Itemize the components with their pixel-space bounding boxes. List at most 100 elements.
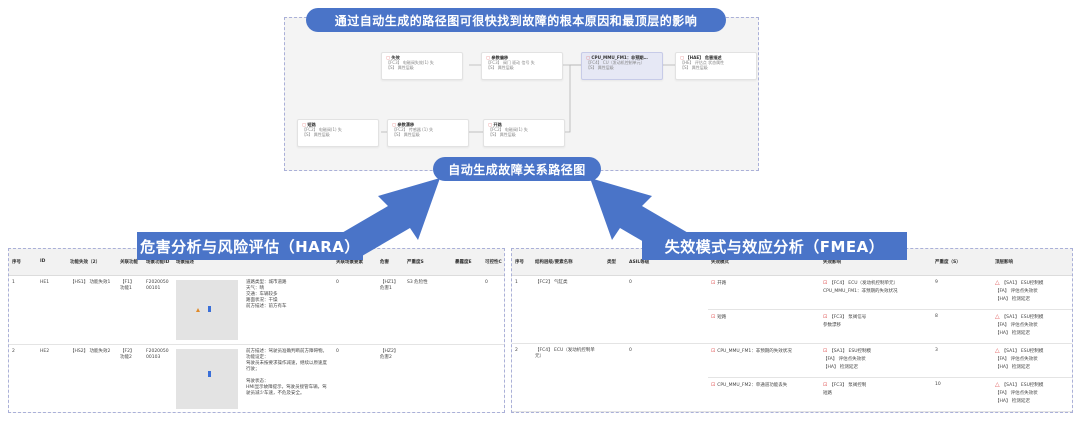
cell-index: 2 [512,343,532,412]
top-effect-text: 【FA】 评估点失效状 [995,322,1038,328]
fmea-header: 顶层影响 [992,249,1072,276]
top-effect-text: 【HA】 检测延迟 [995,364,1030,370]
top-banner: 通过自动生成的路径图可很快找到故障的根本原因和最顶层的影响 [306,8,726,32]
diagram-node[interactable]: 参数漂移【FC2】 传感器 (1) 失【S】 属性层级 [387,119,469,147]
table-row[interactable]: 1 【FC2】 气缸类 0 ⊡开路 ⊡【FC4】 ECU（发动机控制单元） CP… [512,275,1072,344]
warning-icon: △ [995,312,1000,320]
hara-table: 序号 ID 功能失效（2） 关联功能 场景功能ID 场景描述 关联场景要素 危害… [9,249,504,412]
car-icon [208,370,211,377]
effect-icon: ⊡ [823,381,828,388]
hara-table-panel: 序号 ID 功能失效（2） 关联功能 场景功能ID 场景描述 关联场景要素 危害… [8,248,505,413]
cell-asil: 0 [626,343,662,412]
cell-function-failure: 【HS2】 功能失效2 [67,344,117,412]
table-row[interactable]: 2 HE2 【HS2】 功能失效2 【F2】 功能2 F2020050 0010… [9,344,504,412]
top-effect-text: 【SA1】 ESU控制模 [1001,348,1044,354]
diagram-node[interactable]: 参数偏移【FC3】 阀门 驱动 信号 失【S】 属性层级 [481,52,563,80]
top-effect-text: 【SA1】 ESU控制模 [1001,280,1044,286]
cell-index: 2 [9,344,37,412]
scenario-image [176,279,238,340]
table-row[interactable]: ⊡短路 ⊡【FC3】 泵阀信号 参数漂移 8 △【SA1】 ESU控制模 【FA… [512,309,1072,344]
table-row[interactable]: ⊡CPU_MMU_FM2：单通道功能丢失 ⊡【FC3】 泵阀控制 短路 10 △… [512,377,1072,412]
cell-failure-effect: ⊡【FC3】 泵阀控制 短路 [820,377,932,412]
fmea-header: 序号 [512,249,532,276]
cell-scenario-image [173,344,243,412]
effect-text: 【FC3】 泵阀控制 [829,382,867,388]
cell-asil: 0 [626,275,662,344]
cell-empty [662,275,708,344]
cell-failure-mode: ⊡CPU_MMU_FM2：单通道功能丢失 [708,377,820,412]
cell-element-name: 【FC2】 气缸类 [532,275,604,344]
diagram-node[interactable]: 【HAE】 危害描述【HE】 评估点 状态属性【S】 属性层级 [675,52,757,80]
warning-icon [196,307,200,312]
cell-type [604,343,626,412]
cell-related-function: 【F1】 功能1 [117,275,143,345]
diagram-node[interactable]: 短路【FC2】 电磁阀(1) 失【S】 属性层级 [297,119,379,147]
cell-top-effect: △【SA1】 ESU控制模 【FA】 评估点失效状 【HA】 检测延迟 [992,309,1072,344]
failure-mode-text: 短路 [717,314,727,320]
cell-failure-effect: ⊡【SA1】 ESU控制模 【FA】 评估点失效状 【HA】 检测延迟 [820,343,932,378]
hara-header: 严重度S [404,249,452,276]
cell-failure-effect: ⊡【FC4】 ECU（发动机控制单元） CPU_MMU_FM1：非预期的失效状况 [820,275,932,310]
cell-severity: 3 [932,343,992,378]
effect-text: 【FC3】 泵阀信号 [829,314,867,320]
failure-mode-text: CPU_MMU_FM1：非预期的失效状况 [717,348,792,354]
fmea-label: 失效模式与效应分析（FMEA） [642,232,907,260]
effect-text: 【FA】 评估点失效状 [823,356,866,362]
cell-hazard: 【HZ2】 危害2 [377,344,404,412]
car-icon [208,305,211,312]
warning-icon: △ [995,346,1000,354]
effect-text: 【SA1】 ESU控制模 [829,348,872,354]
cell-exposure [452,344,482,412]
cell-controllability: 0 [482,275,504,345]
cell-failure-mode: ⊡CPU_MMU_FM1：非预期的失效状况 [708,343,820,378]
cell-related-function: 【F2】 功能2 [117,344,143,412]
cell-id: HE2 [37,344,67,412]
hara-header: 功能失效（2） [67,249,117,276]
cell-assoc: 0 [333,344,377,412]
fault-path-diagram: 失效【FC3】 电磁阀失效(1) 失【S】 属性层级 参数偏移【FC3】 阀门 … [284,17,759,171]
cell-index: 1 [9,275,37,345]
cell-failure-effect: ⊡【FC3】 泵阀信号 参数漂移 [820,309,932,344]
failure-mode-icon: ⊡ [711,381,716,388]
fmea-header: 严重度（S） [932,249,992,276]
top-effect-text: 【SA1】 ESU控制模 [1001,382,1044,388]
cell-id: HE1 [37,275,67,345]
cell-severity [404,344,452,412]
top-effect-text: 【FA】 评估点失效状 [995,390,1038,396]
effect-icon: ⊡ [823,279,828,286]
top-effect-text: 【FA】 评估点失效状 [995,288,1038,294]
cell-scenario-description: 道路类型：城市道路 天气：晴 交通：车辆较多 路面状况：干燥 前方描述：前方有车 [243,275,333,345]
diagram-node-selected[interactable]: CPU_MMU_FM1：非预期…【FC4】 CU（发动机控制单元）【S】 属性层… [581,52,663,80]
fmea-table: 序号 结构层级/要素名称 类型 ASIL等级 失效模式 失效影响 严重度（S） … [512,249,1072,412]
cell-scenario-id: F2020050 00103 [143,344,173,412]
cell-index: 1 [512,275,532,344]
effect-text: 【FC4】 ECU（发动机控制单元） [829,280,899,286]
hara-header: 序号 [9,249,37,276]
fmea-table-panel: 序号 结构层级/要素名称 类型 ASIL等级 失效模式 失效影响 严重度（S） … [511,248,1073,413]
scenario-image [176,348,238,409]
failure-mode-icon: ⊡ [711,279,716,286]
diagram-node[interactable]: 开路【FC2】 电磁阀(1) 失【S】 属性层级 [483,119,565,147]
cell-controllability [482,344,504,412]
cell-scenario-image [173,275,243,345]
fmea-header: 结构层级/要素名称 [532,249,604,276]
hara-header: 危害 [377,249,404,276]
cell-scenario-id: F2020050 00101 [143,275,173,345]
cell-assoc: 0 [333,275,377,345]
top-effect-text: 【HA】 检测延迟 [995,296,1030,302]
top-effect-text: 【FA】 评估点失效状 [995,356,1038,362]
cell-severity: 10 [932,377,992,412]
table-row[interactable]: 2 【FC4】 ECU（发动机控制单元） 0 ⊡CPU_MMU_FM1：非预期的… [512,343,1072,412]
hara-header: 关联功能 [117,249,143,276]
table-row[interactable]: 1 HE1 【HS1】 功能失效1 【F1】 功能1 F2020050 0010… [9,275,504,345]
diagram-node[interactable]: 失效【FC3】 电磁阀失效(1) 失【S】 属性层级 [381,52,463,80]
top-effect-text: 【SA1】 ESU控制模 [1001,314,1044,320]
connector-lines [381,64,675,133]
effect-icon: ⊡ [823,313,828,320]
hara-header: ID [37,249,67,276]
effect-icon: ⊡ [823,347,828,354]
cell-empty [662,343,708,412]
failure-mode-text: 开路 [717,280,727,286]
effect-text: 【HA】 检测延迟 [823,364,858,370]
